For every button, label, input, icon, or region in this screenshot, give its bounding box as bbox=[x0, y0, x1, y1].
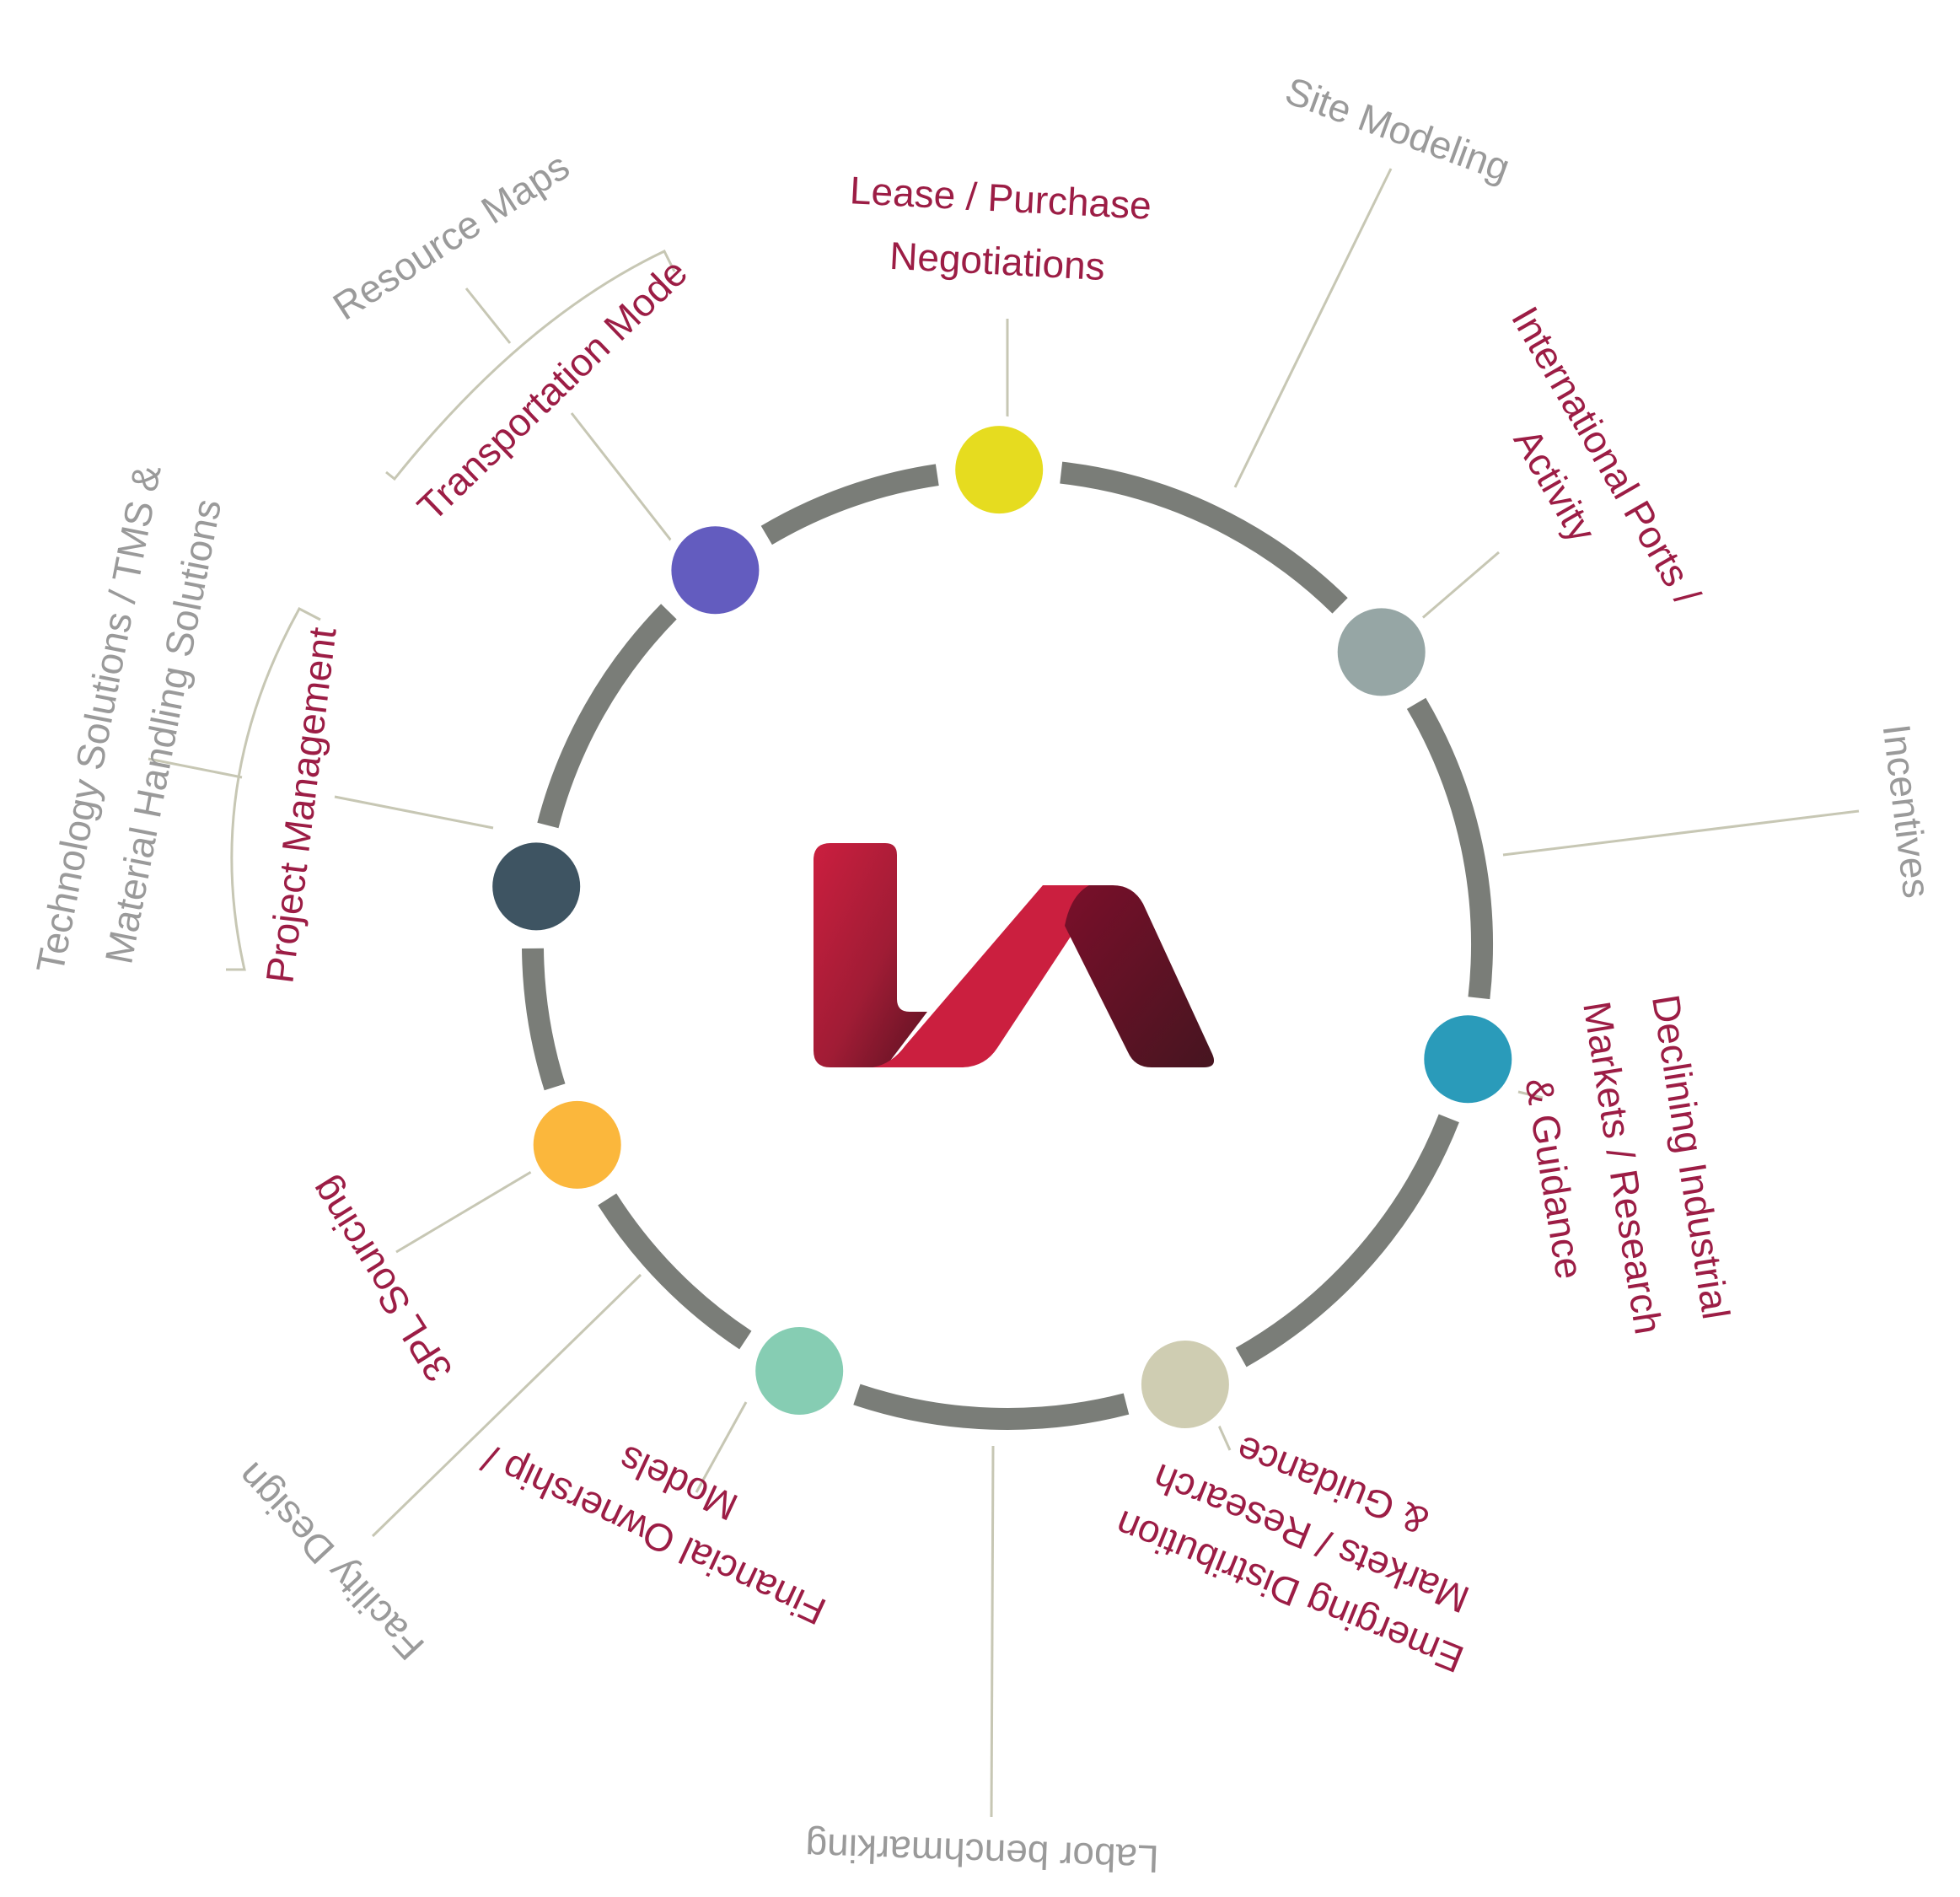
node-sourcing bbox=[533, 1100, 621, 1189]
leader-transport bbox=[570, 412, 679, 549]
label-sourcing: 3PL Sourcing bbox=[301, 1170, 461, 1389]
node-declining bbox=[1424, 1015, 1512, 1104]
label-technology: Technology Solutions / TMS &Material Han… bbox=[28, 461, 234, 989]
bracket-technology bbox=[226, 606, 321, 971]
node-financial bbox=[755, 1327, 844, 1415]
node-transport bbox=[671, 526, 760, 615]
leader-project bbox=[334, 795, 494, 830]
leader-site bbox=[1233, 168, 1393, 488]
ring-segment bbox=[1060, 461, 1348, 614]
label-declining: Declining IndustrialMarkets / Research& … bbox=[1506, 987, 1739, 1348]
label-labor: Labor benchmarking bbox=[805, 1825, 1160, 1882]
leader-lines bbox=[148, 168, 1860, 1818]
node-ports bbox=[1337, 608, 1426, 696]
label-line: Facility Design bbox=[228, 1454, 432, 1669]
leader-declining bbox=[1517, 1090, 1544, 1099]
label-line: Negotiations bbox=[889, 234, 1106, 288]
ring-segment bbox=[853, 1384, 1130, 1430]
label-line: Site Modeling bbox=[1280, 68, 1516, 190]
bracket-resource bbox=[385, 250, 676, 481]
label-site: Site Modeling bbox=[1280, 68, 1516, 190]
leader-labor bbox=[990, 1445, 995, 1818]
ring-segment bbox=[537, 604, 677, 829]
node-project bbox=[492, 842, 581, 931]
leader-facility bbox=[371, 1273, 642, 1538]
label-line: Transportation Mode bbox=[409, 250, 695, 529]
label-line: Labor benchmarking bbox=[805, 1825, 1160, 1882]
ring-segment bbox=[1406, 697, 1493, 1000]
label-line: & Guidance bbox=[1517, 1075, 1592, 1282]
label-line: Project Management bbox=[257, 625, 344, 986]
label-ports: International Ports /Activity bbox=[1452, 299, 1709, 642]
label-lease: Lease / PurchaseNegotiations bbox=[846, 168, 1152, 291]
ring-segment bbox=[1235, 1114, 1459, 1368]
logo-left-stroke bbox=[814, 843, 927, 1067]
label-project: Project Management bbox=[257, 625, 344, 986]
leader-resource bbox=[464, 288, 512, 344]
label-line: Resource Maps bbox=[325, 143, 577, 328]
label-facility: Facility Design bbox=[228, 1454, 432, 1669]
label-line: Lease / Purchase bbox=[849, 168, 1152, 228]
leader-financial bbox=[695, 1401, 748, 1493]
label-transport: Transportation Mode bbox=[409, 250, 695, 529]
node-circles bbox=[482, 416, 1522, 1438]
node-lease bbox=[955, 426, 1044, 514]
node-emerging bbox=[1141, 1341, 1229, 1428]
ring bbox=[522, 461, 1493, 1430]
label-incentives: Incentives bbox=[1875, 722, 1940, 900]
ring-segment bbox=[760, 464, 939, 545]
label-line: 3PL Sourcing bbox=[301, 1170, 461, 1389]
label-resource: Resource Maps bbox=[325, 143, 577, 328]
logo-right-stroke bbox=[1065, 885, 1215, 1067]
leader-technology bbox=[148, 757, 243, 779]
la-logo bbox=[814, 843, 1215, 1067]
leader-incentives bbox=[1502, 809, 1860, 857]
ring-segment bbox=[598, 1193, 752, 1350]
leader-sourcing bbox=[395, 1170, 532, 1254]
logo-middle-stroke bbox=[873, 885, 1104, 1067]
ring-segment bbox=[522, 948, 566, 1091]
label-emerging: Emerging DistributionMarkets / Research&… bbox=[1109, 1395, 1512, 1681]
leader-ports bbox=[1420, 551, 1500, 621]
label-line: Incentives bbox=[1875, 722, 1940, 900]
